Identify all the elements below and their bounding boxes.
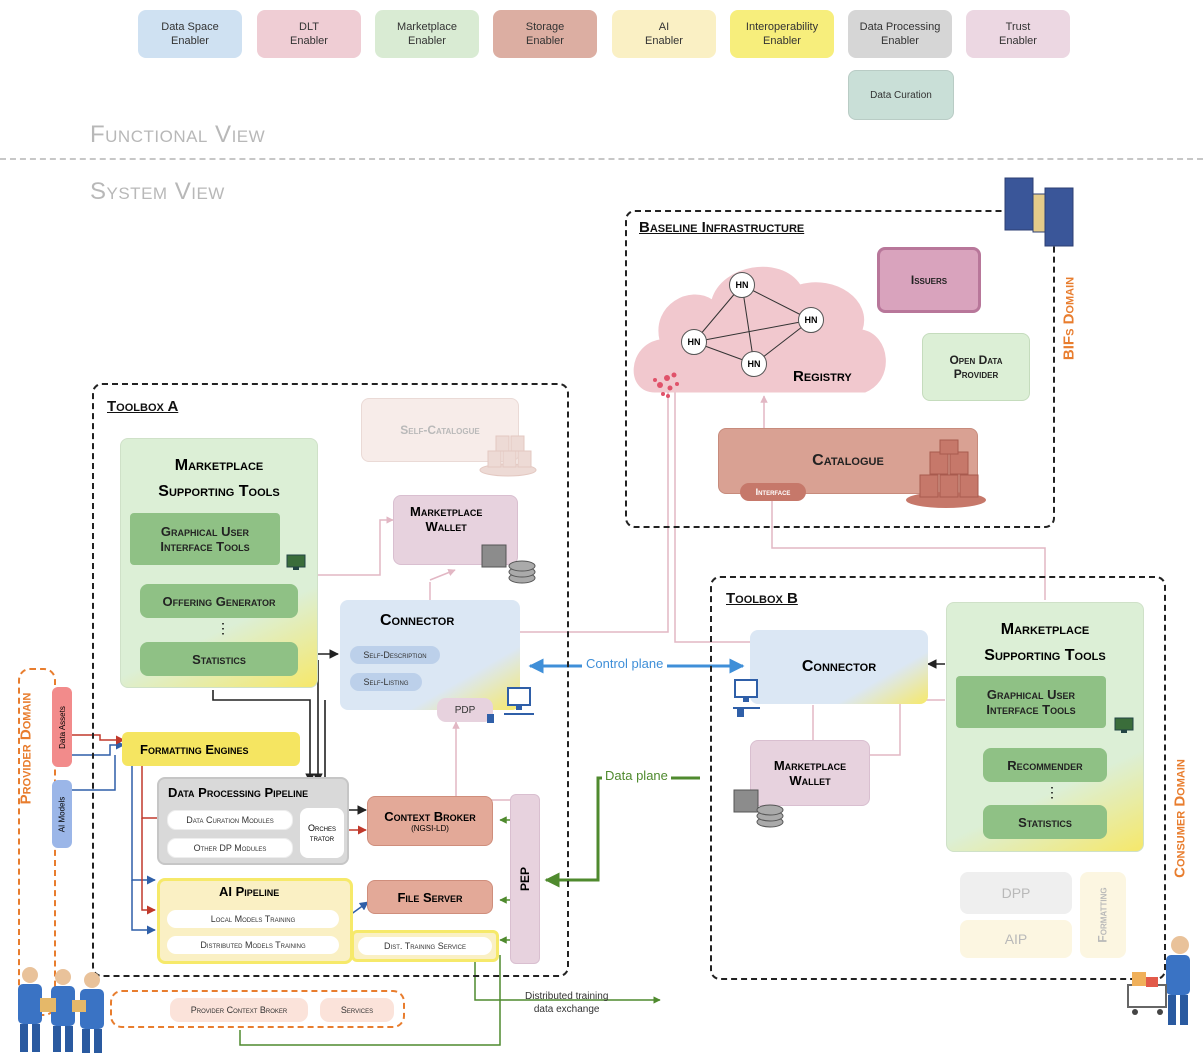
marketplace-wallet-b: Marketplace Wallet xyxy=(750,740,870,806)
file-server-box: File Server xyxy=(367,880,493,914)
gui-tools-a[interactable]: Graphical User Interface Tools xyxy=(130,513,280,565)
system-view-title: System View xyxy=(90,178,225,205)
hn-node-3: HN xyxy=(681,329,707,355)
mst-a-title: Marketplace Supporting Tools xyxy=(158,457,280,500)
pdp-box: PDP xyxy=(437,698,493,722)
data-assets-box: Data Assets xyxy=(52,687,72,767)
enabler-8: Trust Enabler xyxy=(966,10,1070,58)
self-listing-pill: Self-Listing xyxy=(350,673,422,691)
enabler-7: Data Processing Enabler xyxy=(848,10,952,58)
aip-b-box: AIP xyxy=(960,920,1072,958)
enabler-4: Storage Enabler xyxy=(493,10,597,58)
catalogue-interface: Interface xyxy=(740,483,806,501)
distributed-exchange-label: Distributed training data exchange xyxy=(525,991,609,1015)
formatting-b-box: Formatting xyxy=(1080,872,1126,958)
dpp-title: Data Processing Pipeline xyxy=(168,785,309,800)
toolbox-a-frame xyxy=(92,383,569,977)
context-broker-box: Context Broker (NGSI-LD) xyxy=(367,796,493,846)
baseline-infrastructure-frame xyxy=(625,210,1055,528)
self-description-pill: Self-Description xyxy=(350,646,440,664)
issuers-box: Issuers xyxy=(877,247,981,313)
data-curation-modules: Data Curation Modules xyxy=(167,810,293,830)
enabler-5: AI Enabler xyxy=(612,10,716,58)
mst-b-title: Marketplace Supporting Tools xyxy=(984,621,1106,664)
open-data-provider-box: Open Data Provider xyxy=(922,333,1030,401)
recommender-box[interactable]: Recommender xyxy=(983,748,1107,782)
statistics-a-box[interactable]: Statistics xyxy=(140,642,298,676)
self-catalogue-box: Self-Catalogue xyxy=(361,398,519,462)
hn-node-2: HN xyxy=(798,307,824,333)
connector-b[interactable]: Connector xyxy=(750,630,928,704)
statistics-b-box[interactable]: Statistics xyxy=(983,805,1107,839)
data-plane-label: Data plane xyxy=(602,768,671,783)
distributed-models-training: Distributed Models Training xyxy=(167,936,339,954)
enabler-6: Interoperability Enabler xyxy=(730,10,834,58)
context-broker-sub: (NGSI-LD) xyxy=(411,824,449,833)
ai-pipeline-title: AI Pipeline xyxy=(219,884,280,899)
orchestrator: Orches trator xyxy=(300,808,344,858)
dist-training-service: Dist. Training Service xyxy=(358,937,492,955)
toolbox-b-frame xyxy=(710,576,1166,980)
dpp-b-box: DPP xyxy=(960,872,1072,914)
formatting-engines-box[interactable]: Formatting Engines xyxy=(122,732,300,766)
ai-models-box: AI Models xyxy=(52,780,72,848)
offering-generator-box[interactable]: Offering Generator xyxy=(140,584,298,618)
local-models-training: Local Models Training xyxy=(167,910,339,928)
toolbox-b-title: Toolbox B xyxy=(726,590,798,607)
other-dp-modules: Other DP Modules xyxy=(167,838,293,858)
registry-label: Registry xyxy=(793,368,852,385)
marketplace-wallet-a: Marketplace Wallet xyxy=(393,495,518,565)
hn-node-1: HN xyxy=(729,272,755,298)
view-divider xyxy=(0,158,1203,160)
functional-view-title: Functional View xyxy=(90,121,266,148)
more-dots-b: ⋮ xyxy=(1045,784,1059,800)
control-plane-label: Control plane xyxy=(582,656,668,671)
provider-services-frame xyxy=(110,990,405,1028)
pep-box: PEP xyxy=(510,794,540,964)
more-dots-a: ⋮ xyxy=(216,620,230,636)
provider-services: Services xyxy=(320,998,394,1022)
context-broker-label: Context Broker xyxy=(384,809,476,824)
gui-tools-b[interactable]: Graphical User Interface Tools xyxy=(956,676,1106,728)
enabler-2: DLT Enabler xyxy=(257,10,361,58)
data-curation-enabler: Data Curation xyxy=(848,70,954,120)
provider-context-broker: Provider Context Broker xyxy=(170,998,308,1022)
hn-node-4: HN xyxy=(741,351,767,377)
baseline-infrastructure-title: Baseline Infrastructure xyxy=(639,219,805,236)
enabler-1: Data Space Enabler xyxy=(138,10,242,58)
enabler-3: Marketplace Enabler xyxy=(375,10,479,58)
toolbox-a-title: Toolbox A xyxy=(107,398,179,415)
connector-a-title: Connector xyxy=(380,612,455,629)
